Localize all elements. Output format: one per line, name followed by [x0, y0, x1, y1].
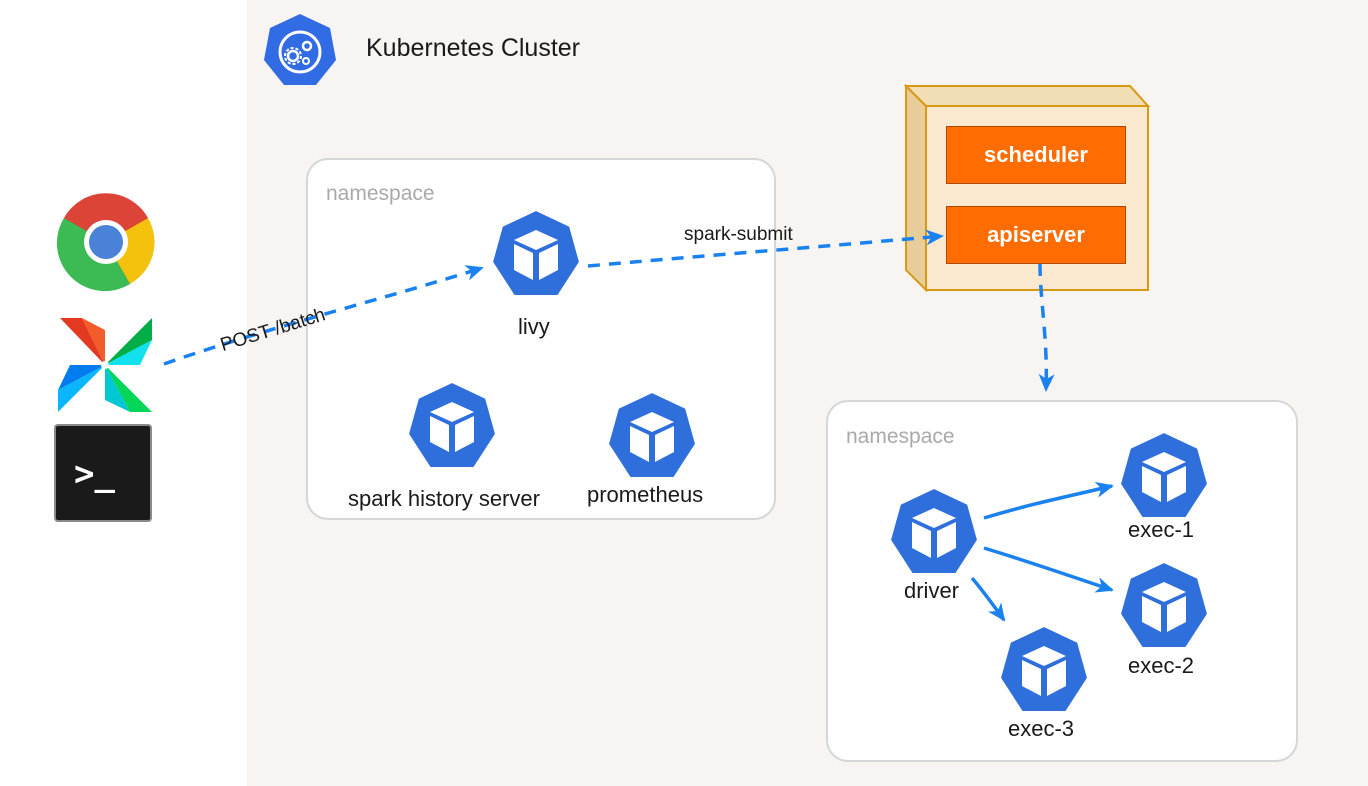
chrome-icon: [56, 193, 155, 292]
pod-spark-history-icon: [404, 380, 500, 476]
driver-to-exec1-arrow: [983, 481, 1114, 520]
cluster-title: Kubernetes Cluster: [366, 34, 581, 62]
apiserver-to-namespace-arrow: [1038, 263, 1055, 392]
spark-submit-arrow: [587, 229, 944, 268]
driver-to-exec2-arrow: [983, 546, 1114, 593]
pod-exec1-label: exec-1: [1128, 517, 1195, 542]
kubernetes-logo-icon: [264, 14, 336, 85]
terminal-prompt-glyph: >_: [74, 454, 115, 494]
pod-spark-history-label: spark history server: [348, 486, 540, 511]
pod-exec1-icon: [1116, 430, 1212, 526]
terminal-icon: >_: [54, 424, 152, 522]
pod-exec2-label: exec-2: [1128, 653, 1195, 678]
pod-exec3-icon: [996, 624, 1092, 720]
pod-prometheus-label: prometheus: [587, 482, 704, 507]
spark-submit-label: spark-submit: [684, 224, 793, 245]
pod-livy-label: livy: [518, 314, 550, 339]
pod-driver-label: driver: [904, 578, 960, 603]
namespace-label-bottom: namespace: [846, 425, 955, 448]
pod-exec3-label: exec-3: [1008, 716, 1075, 741]
pod-exec2-icon: [1116, 560, 1212, 656]
pod-livy-icon: [488, 208, 584, 304]
pod-prometheus-icon: [604, 390, 700, 486]
namespace-label-top: namespace: [326, 182, 435, 205]
scheduler-component: scheduler: [946, 126, 1126, 184]
apiserver-component: apiserver: [946, 206, 1126, 264]
airflow-icon: [58, 318, 152, 412]
pod-driver-icon: [886, 486, 982, 582]
driver-to-exec3-arrow: [970, 576, 1006, 622]
